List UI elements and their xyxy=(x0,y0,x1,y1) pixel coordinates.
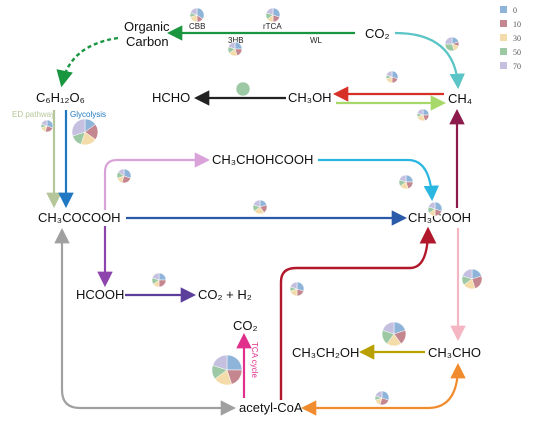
node-formate: HCOOH xyxy=(76,287,124,302)
label-3hb: 3HB xyxy=(228,36,244,45)
pie-slice xyxy=(399,174,407,183)
arrow-lactate-to-acetate xyxy=(318,158,440,202)
arrow-acetyl-coa-to-acetate xyxy=(279,226,437,400)
pie-slice xyxy=(416,108,424,116)
legend-swatch-30 xyxy=(500,34,507,41)
arrow-acetyl-coa-pyruvate xyxy=(54,227,237,416)
pie-slice xyxy=(385,70,393,78)
legend-label-30: 30 xyxy=(513,34,521,43)
pie-slice xyxy=(190,7,198,16)
pie-slice xyxy=(382,321,395,335)
node-methane: CH₄ xyxy=(448,91,472,106)
pie-slice xyxy=(290,281,298,290)
pie-slice xyxy=(71,118,86,137)
pie-slice xyxy=(228,41,236,50)
label-rtca: rTCA xyxy=(263,22,282,31)
node-co2-top: CO₂ xyxy=(365,26,390,41)
legend-swatch-70 xyxy=(500,62,507,69)
pie-slice xyxy=(253,199,261,208)
arrow-pyruvate-to-lactate xyxy=(103,152,211,210)
label-ed-pathway: ED pathway xyxy=(12,110,55,119)
pie-slice xyxy=(158,272,167,281)
legend-swatch-50 xyxy=(500,48,507,55)
legend-label-10: 10 xyxy=(513,20,521,29)
node-co2-h2: CO₂ + H₂ xyxy=(198,287,252,302)
node-lactate: CH₃CHOHCOOH xyxy=(212,152,313,167)
pie-slice xyxy=(444,36,453,45)
node-acetyl-coa: acetyl-CoA xyxy=(239,400,303,415)
legend-label-70: 70 xyxy=(513,62,521,71)
arrow-acetyl-coa-acetaldehyde xyxy=(300,362,466,416)
node-co2-tca: CO₂ xyxy=(233,318,258,333)
node-glucose: C₆H₁₂O₆ xyxy=(36,90,85,105)
pie-slice xyxy=(405,174,414,183)
pie-slice xyxy=(117,168,125,177)
pie-slice xyxy=(375,390,383,399)
node-ethanol: CH₃CH₂OH xyxy=(292,345,359,360)
label-tca-cycle: TCA cycle xyxy=(250,342,259,379)
node-acetate: CH₃COOH xyxy=(408,210,471,225)
pie-slice xyxy=(40,119,48,127)
pie-slice xyxy=(226,354,243,371)
pie-slice xyxy=(422,108,430,116)
node-formaldehyde: HCHO xyxy=(152,90,190,105)
legend-swatch-0 xyxy=(500,6,507,13)
legend: 0 10 30 50 70 xyxy=(500,6,521,71)
node-acetaldehyde: CH₃CHO xyxy=(428,345,481,360)
node-organic-carbon-line2: Carbon xyxy=(126,34,169,49)
node-methanol: CH₃OH xyxy=(288,90,332,105)
pie-slice xyxy=(212,354,228,371)
node-organic-carbon-line1: Organic xyxy=(124,19,170,34)
pie-slice xyxy=(158,279,167,288)
legend-label-50: 50 xyxy=(513,48,521,57)
legend-swatch-10 xyxy=(500,20,507,27)
label-wl: WL xyxy=(310,36,323,45)
arrow-organic-carbon-to-glucose xyxy=(56,36,119,88)
pie-slice xyxy=(152,272,160,281)
pie-slice xyxy=(235,81,251,97)
node-pyruvate: CH₃COCOOH xyxy=(38,210,121,225)
pie-slice xyxy=(428,201,436,210)
pie-slice xyxy=(266,7,274,16)
arrow-co2-to-methane xyxy=(394,31,465,90)
label-cbb: CBB xyxy=(189,22,205,31)
pie-slice xyxy=(462,268,473,280)
label-glycolysis: Glycolysis xyxy=(70,110,106,119)
pie-glyphs xyxy=(40,7,483,406)
legend-label-0: 0 xyxy=(513,6,517,15)
